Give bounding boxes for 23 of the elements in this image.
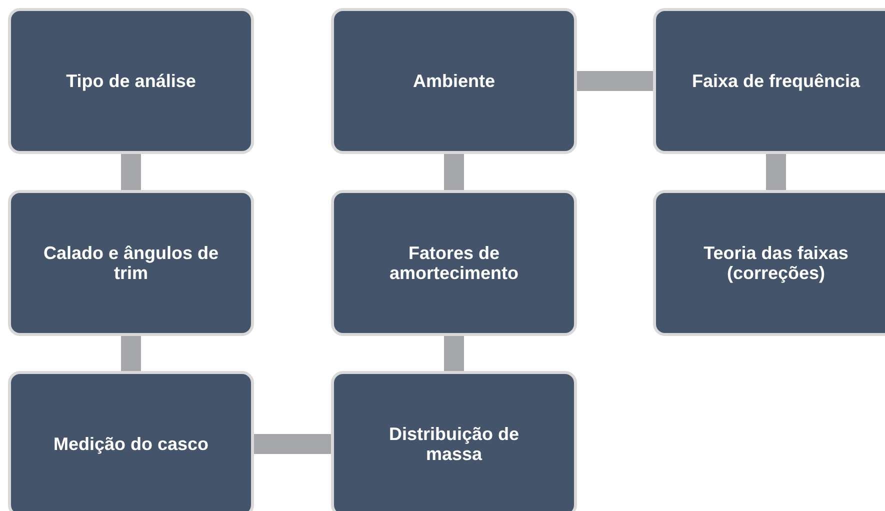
connector-bar bbox=[121, 154, 141, 190]
process-box bbox=[331, 190, 577, 336]
process-box bbox=[8, 190, 254, 336]
connector-bar bbox=[444, 336, 464, 371]
box-label: Fatores de amortecimento bbox=[388, 242, 520, 284]
process-box bbox=[331, 8, 577, 154]
connector-bar bbox=[254, 434, 331, 454]
box-label: Teoria das faixas (correções) bbox=[702, 242, 850, 284]
box-label: Distribuição de massa bbox=[388, 424, 520, 464]
box-label: Medição do casco bbox=[53, 434, 209, 454]
connector-bar bbox=[766, 154, 786, 190]
connector-bar bbox=[577, 71, 653, 91]
box-label: Ambiente bbox=[412, 70, 495, 92]
process-box bbox=[8, 371, 254, 511]
connector-bar bbox=[444, 154, 464, 190]
process-box bbox=[8, 8, 254, 154]
process-box bbox=[653, 190, 885, 336]
process-box bbox=[653, 8, 885, 154]
box-label: Tipo de análise bbox=[66, 70, 196, 92]
box-label: Calado e ângulos de trim bbox=[42, 242, 220, 284]
box-label: Faixa de frequência bbox=[692, 70, 860, 92]
process-box bbox=[331, 371, 577, 511]
connector-bar bbox=[121, 336, 141, 371]
